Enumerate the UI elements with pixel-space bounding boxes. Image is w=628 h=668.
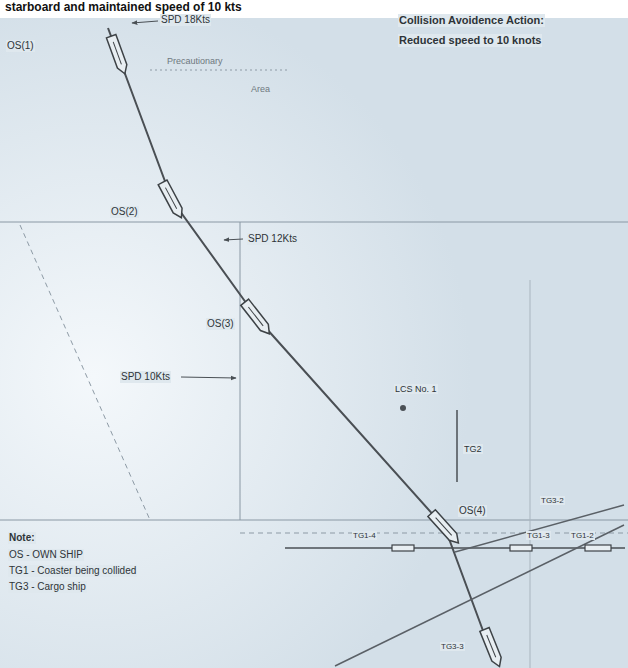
chart-label: LCS No. 1	[394, 384, 438, 394]
target-ship	[585, 545, 611, 551]
chart-label: Collision Avoidence Action:	[398, 14, 545, 27]
leader-arrow	[224, 239, 243, 240]
chart-label: Note:	[8, 532, 36, 544]
grid-line	[0, 520, 628, 521]
chart-label: TG1-2	[570, 531, 595, 540]
chart-label: TG1-3	[526, 531, 551, 540]
grid-line	[0, 222, 628, 223]
grid-line	[530, 280, 531, 668]
grid-line	[240, 222, 241, 520]
chart-label: starboard and maintained speed of 10 kts	[4, 1, 243, 15]
tg3-track	[455, 505, 624, 552]
chart-label: OS(4)	[458, 505, 487, 517]
chart-label: Precautionary	[166, 56, 224, 66]
leader-arrow	[132, 21, 158, 23]
ship-symbol	[241, 299, 274, 337]
chart-label: OS - OWN SHIP	[8, 549, 84, 561]
chart-label: SPD 18Kts	[160, 14, 211, 26]
chart-label: TG1 - Coaster being collided	[8, 565, 137, 577]
target-ship	[392, 545, 414, 551]
chart-label: TG3 - Cargo ship	[8, 581, 87, 593]
chart-label: Reduced speed to 10 knots	[398, 34, 542, 47]
chart-ground	[0, 18, 628, 668]
ship-symbol	[158, 180, 186, 220]
target-ship	[510, 545, 532, 551]
chart-label: SPD 12Kts	[247, 233, 298, 245]
precautionary-dotted	[150, 70, 290, 71]
chart-label: TG3-2	[540, 496, 565, 505]
chart-label: Area	[250, 84, 271, 94]
tg2-track	[456, 410, 458, 482]
chart-label: TG2	[463, 444, 483, 454]
ship-symbol	[428, 510, 462, 546]
chart-label: TG1-4	[352, 531, 377, 540]
chart-label: TG3-3	[440, 642, 465, 651]
chart-label: OS(2)	[110, 206, 139, 218]
tg3-track	[335, 525, 624, 666]
chart-label: OS(3)	[206, 318, 235, 330]
leader-arrow	[181, 377, 236, 378]
ship-symbol	[106, 34, 129, 75]
chart-label: SPD 10Kts	[120, 371, 171, 383]
lcs-buoy	[400, 405, 406, 411]
tg1-track	[285, 547, 625, 549]
own-ship-track	[108, 28, 492, 655]
chart-label: OS(1)	[6, 40, 35, 52]
ship-symbol	[480, 628, 504, 668]
